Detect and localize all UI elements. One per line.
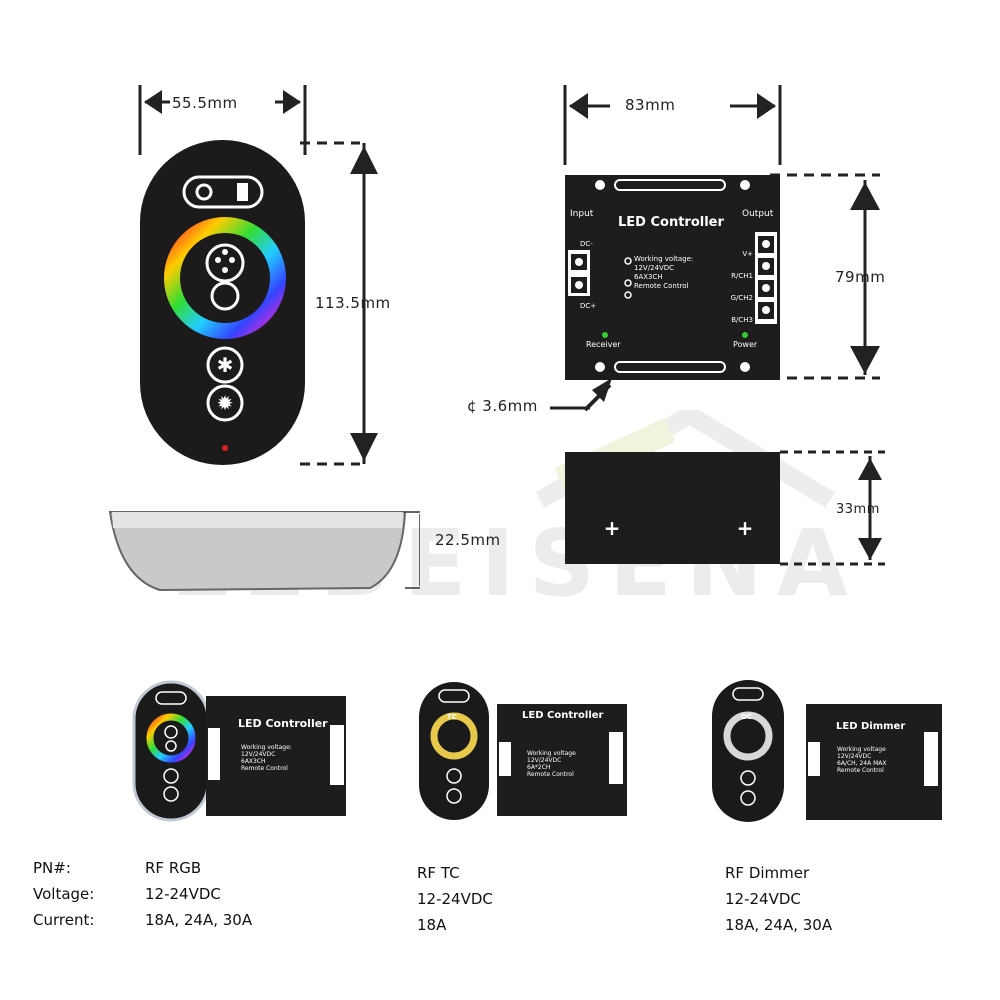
product-current: 18A, 24A, 30A [725, 916, 833, 934]
product-rf-tc-spec-list: Working voltage 12V/24VDC 6A*2CH Remote … [527, 750, 576, 778]
product-name: RF RGB [145, 859, 202, 877]
controller-output-line: B/CH3 [731, 316, 753, 324]
product-rf-rgb-specs: RF RGB 12-24VDC 18A, 24A, 30A [145, 855, 252, 933]
product-spec-line: Working voltage [527, 750, 576, 757]
controller-output-line: R/CH1 [731, 272, 753, 280]
product-rf-dimmer-image [712, 680, 942, 822]
controller-output-line: V+ [742, 250, 753, 258]
remote-width-label: 55.5mm [172, 94, 238, 112]
product-spec-line: Working voltage [837, 746, 886, 753]
product-rf-rgb-controller-title: LED Controller [238, 717, 328, 730]
product-rf-dimmer-controller-title: LED Dimmer [836, 721, 906, 732]
voltage-label: Voltage: [33, 885, 95, 903]
remote-depth-label: 22.5mm [435, 531, 501, 549]
controller-power-label: Power [733, 340, 758, 349]
product-rf-dimmer-spec-list: Working voltage 12V/24VDC 6A/CH, 24A MAX… [837, 746, 887, 774]
product-spec-line: Remote Control [837, 767, 884, 774]
controller-spec-line: 6AX3CH [634, 273, 663, 281]
product-spec-line: 12V/24VDC [527, 757, 562, 764]
controller-height-label: 79mm [835, 268, 886, 286]
controller-output-line: G/CH2 [730, 294, 753, 302]
controller-receiver-label: Receiver [586, 340, 621, 349]
product-voltage: 12-24VDC [417, 890, 493, 908]
product-spec-line: 6AX3CH [241, 758, 266, 765]
product-spec-line: 6A*2CH [527, 764, 551, 771]
controller-depth-label: 33mm [836, 502, 880, 517]
product-spec-line: 12V/24VDC [837, 753, 872, 760]
controller-dc-plus: DC+ [580, 302, 597, 310]
product-name: RF Dimmer [725, 864, 810, 882]
product-rf-dimmer-specs: RF Dimmer 12-24VDC 18A, 24A, 30A [725, 860, 832, 938]
product-current: 18A, 24A, 30A [145, 911, 253, 929]
product-current: 18A [417, 916, 447, 934]
controller-output-list: V+ R/CH1 G/CH2 B/CH3 [723, 243, 753, 331]
controller-dc-minus: DC- [580, 240, 593, 248]
product-rf-rgb-spec-list: Working voltage: 12V/24VDC 6AX3CH Remote… [241, 744, 292, 772]
product-rf-tc-remote-label: TC [447, 713, 457, 721]
controller-spec-list: Working voltage: 12V/24VDC 6AX3CH Remote… [634, 255, 693, 291]
controller-input-label: Input [570, 209, 594, 219]
svg-text:✹: ✹ [217, 391, 234, 415]
remote-dimension-drawing: ✱ ✹ [108, 85, 420, 592]
product-voltage: 12-24VDC [145, 885, 221, 903]
product-rf-rgb-image [132, 680, 346, 822]
pn-label: PN#: [33, 859, 71, 877]
controller-spec-line: 12V/24VDC [634, 264, 675, 272]
product-spec-line: Working voltage: [241, 744, 292, 751]
product-voltage: 12-24VDC [725, 890, 801, 908]
product-name: RF TC [417, 864, 460, 882]
controller-spec-line: Remote Control [634, 282, 689, 290]
controller-spec-line: Working voltage: [634, 255, 694, 263]
hole-diameter-label: ¢ 3.6mm [467, 397, 538, 415]
svg-text:✱: ✱ [217, 353, 234, 377]
product-spec-line: Remote Control [241, 765, 288, 772]
remote-height-label: 113.5mm [315, 294, 391, 312]
product-rf-tc-image [419, 682, 627, 820]
product-rf-tc-controller-title: LED Controller [522, 710, 604, 721]
product-spec-line: 12V/24VDC [241, 751, 276, 758]
controller-output-label: Output [742, 209, 774, 219]
controller-width-label: 83mm [625, 96, 676, 114]
controller-title: LED Controller [618, 215, 724, 230]
product-rf-tc-specs: RF TC 12-24VDC 18A [417, 860, 493, 938]
product-rf-dimmer-remote-label: DC [741, 713, 752, 721]
spec-labels-column: PN#: Voltage: Current: [33, 855, 94, 933]
product-spec-line: Remote Control [527, 771, 574, 778]
product-spec-line: 6A/CH, 24A MAX [837, 760, 887, 767]
controller-dimension-drawing: + + [550, 85, 885, 566]
svg-text:+: + [737, 516, 754, 540]
svg-text:+: + [604, 516, 621, 540]
current-label: Current: [33, 911, 95, 929]
